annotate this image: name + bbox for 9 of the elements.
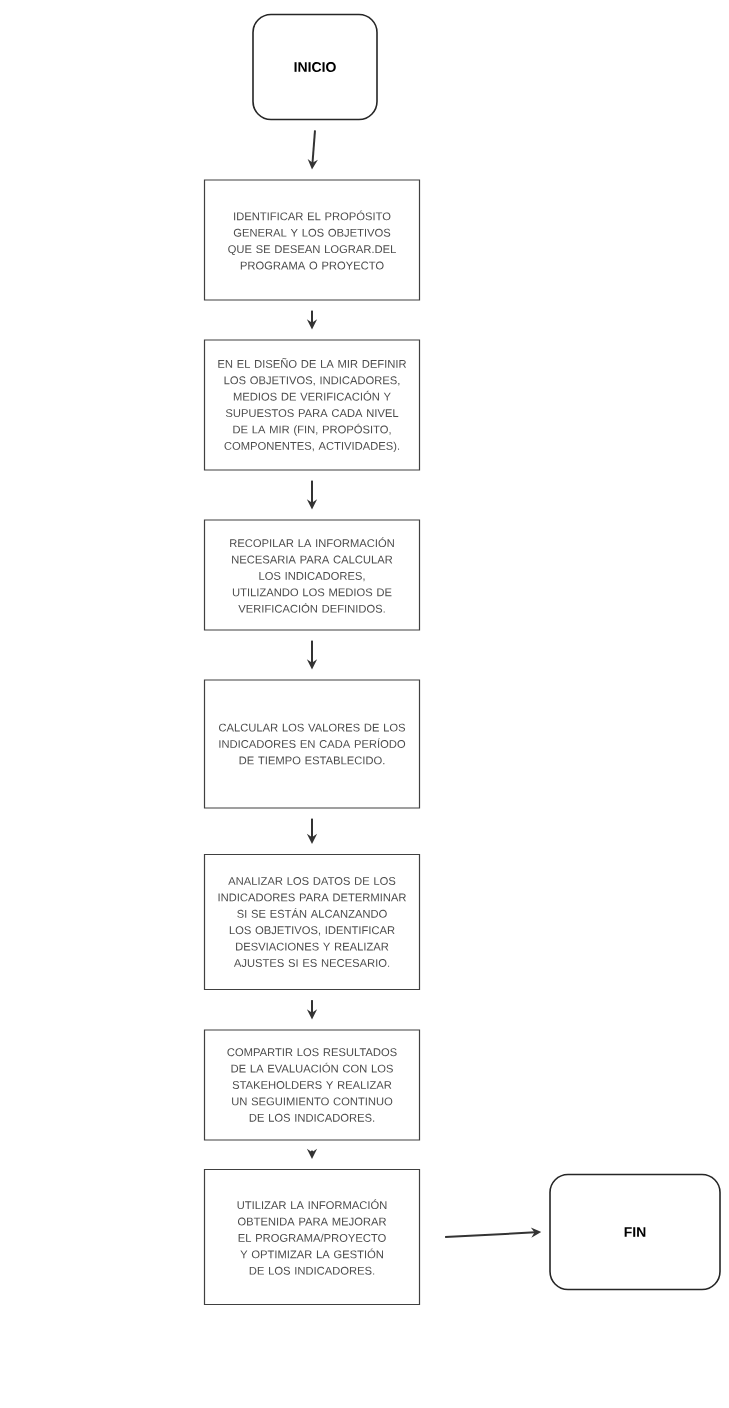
process-box: IDENTIFICAR EL PROPÓSITO GENERAL Y LOS OBJETIVOS QUE SE DESEAN LOGRAR.DEL PROGRAMA O PROYECTO xyxy=(203,179,421,301)
process-box: COMPARTIR LOS RESULTADOS DE LA EVALUACIÓN CON LOS STAKEHOLDERS Y REALIZAR UN SEGUIMIENTO CONTINUO DE LOS INDICADORES. xyxy=(203,1029,421,1141)
terminal-box: FIN xyxy=(549,1173,721,1291)
process-box: CALCULAR LOS VALORES DE LOS INDICADORES EN CADA PERÍODO DE TIEMPO ESTABLECIDO. xyxy=(203,679,421,809)
process-box: ANALIZAR LOS DATOS DE LOS INDICADORES PARA DETERMINAR SI SE ESTÁN ALCANZANDO LOS OBJETIVOS, IDENTIFICAR DESVIACIONES Y REALIZAR AJUSTES SI ES NECESARIO. xyxy=(203,853,421,991)
process-box: RECOPILAR LA INFORMACIÓN NECESARIA PARA CALCULAR LOS INDICADORES, UTILIZANDO LOS MEDIOS DE VERIFICACIÓN DEFINIDOS. xyxy=(203,519,421,631)
process-box: EN EL DISEÑO DE LA MIR DEFINIR LOS OBJETIVOS, INDICADORES, MEDIOS DE VERIFICACIÓN Y SUPUESTOS PARA CADA NIVEL DE LA MIR (FIN, PROPÓSITO, COMPONENTES, ACTIVIDADES). xyxy=(203,339,421,471)
terminal-box: INICIO xyxy=(252,13,378,121)
process-box: UTILIZAR LA INFORMACIÓN OBTENIDA PARA MEJORAR EL PROGRAMA/PROYECTO Y OPTIMIZAR LA GESTIÓN DE LOS INDICADORES. xyxy=(203,1168,421,1306)
